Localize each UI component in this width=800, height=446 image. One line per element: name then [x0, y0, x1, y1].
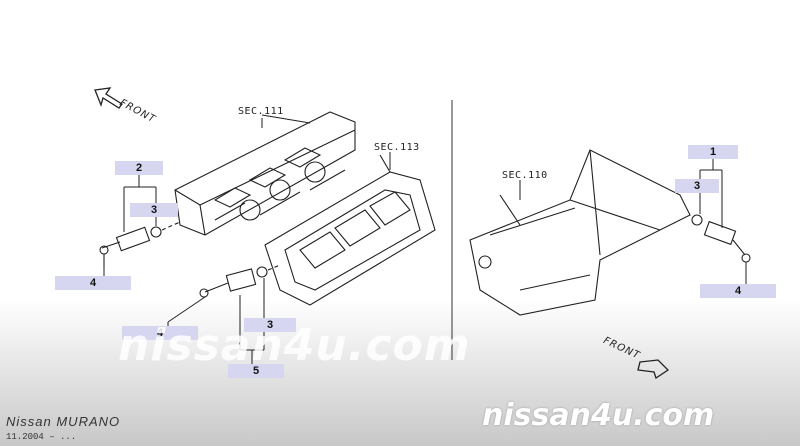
section-label-111: SEC.111: [238, 106, 284, 117]
callout-left-3[interactable]: 3: [130, 203, 178, 217]
date-range: 11.2004 – ...: [6, 432, 77, 442]
brand-title: Nissan MURANO: [6, 414, 121, 429]
cylinder-head-drawing: [174, 111, 356, 236]
left-sensor-drawing: [99, 221, 181, 268]
footer-gradient: [0, 300, 800, 446]
callout-right-3[interactable]: 3: [675, 179, 719, 193]
section-label-110: SEC.110: [502, 170, 548, 181]
callout-middle-5[interactable]: 5: [228, 364, 284, 378]
callout-left-4[interactable]: 4: [55, 276, 131, 290]
front-arrow-right-icon: [637, 359, 670, 380]
watermark-footer: nissan4u.com: [482, 398, 715, 433]
callout-middle-3[interactable]: 3: [244, 318, 296, 332]
callout-right-4[interactable]: 4: [700, 284, 776, 298]
middle-sensor-drawing: [199, 264, 281, 298]
callout-left-2[interactable]: 2: [115, 161, 163, 175]
watermark-center: nissan4u.com: [118, 320, 471, 371]
callout-right-1[interactable]: 1: [688, 145, 738, 159]
front-arrow-icon: [94, 87, 123, 109]
section-label-113: SEC.113: [374, 142, 420, 153]
right-sensor-drawing: [691, 214, 751, 263]
cylinder-block-drawing: [264, 154, 436, 306]
callout-middle-4[interactable]: 4: [122, 326, 198, 340]
oil-pan-drawing: [469, 149, 691, 316]
